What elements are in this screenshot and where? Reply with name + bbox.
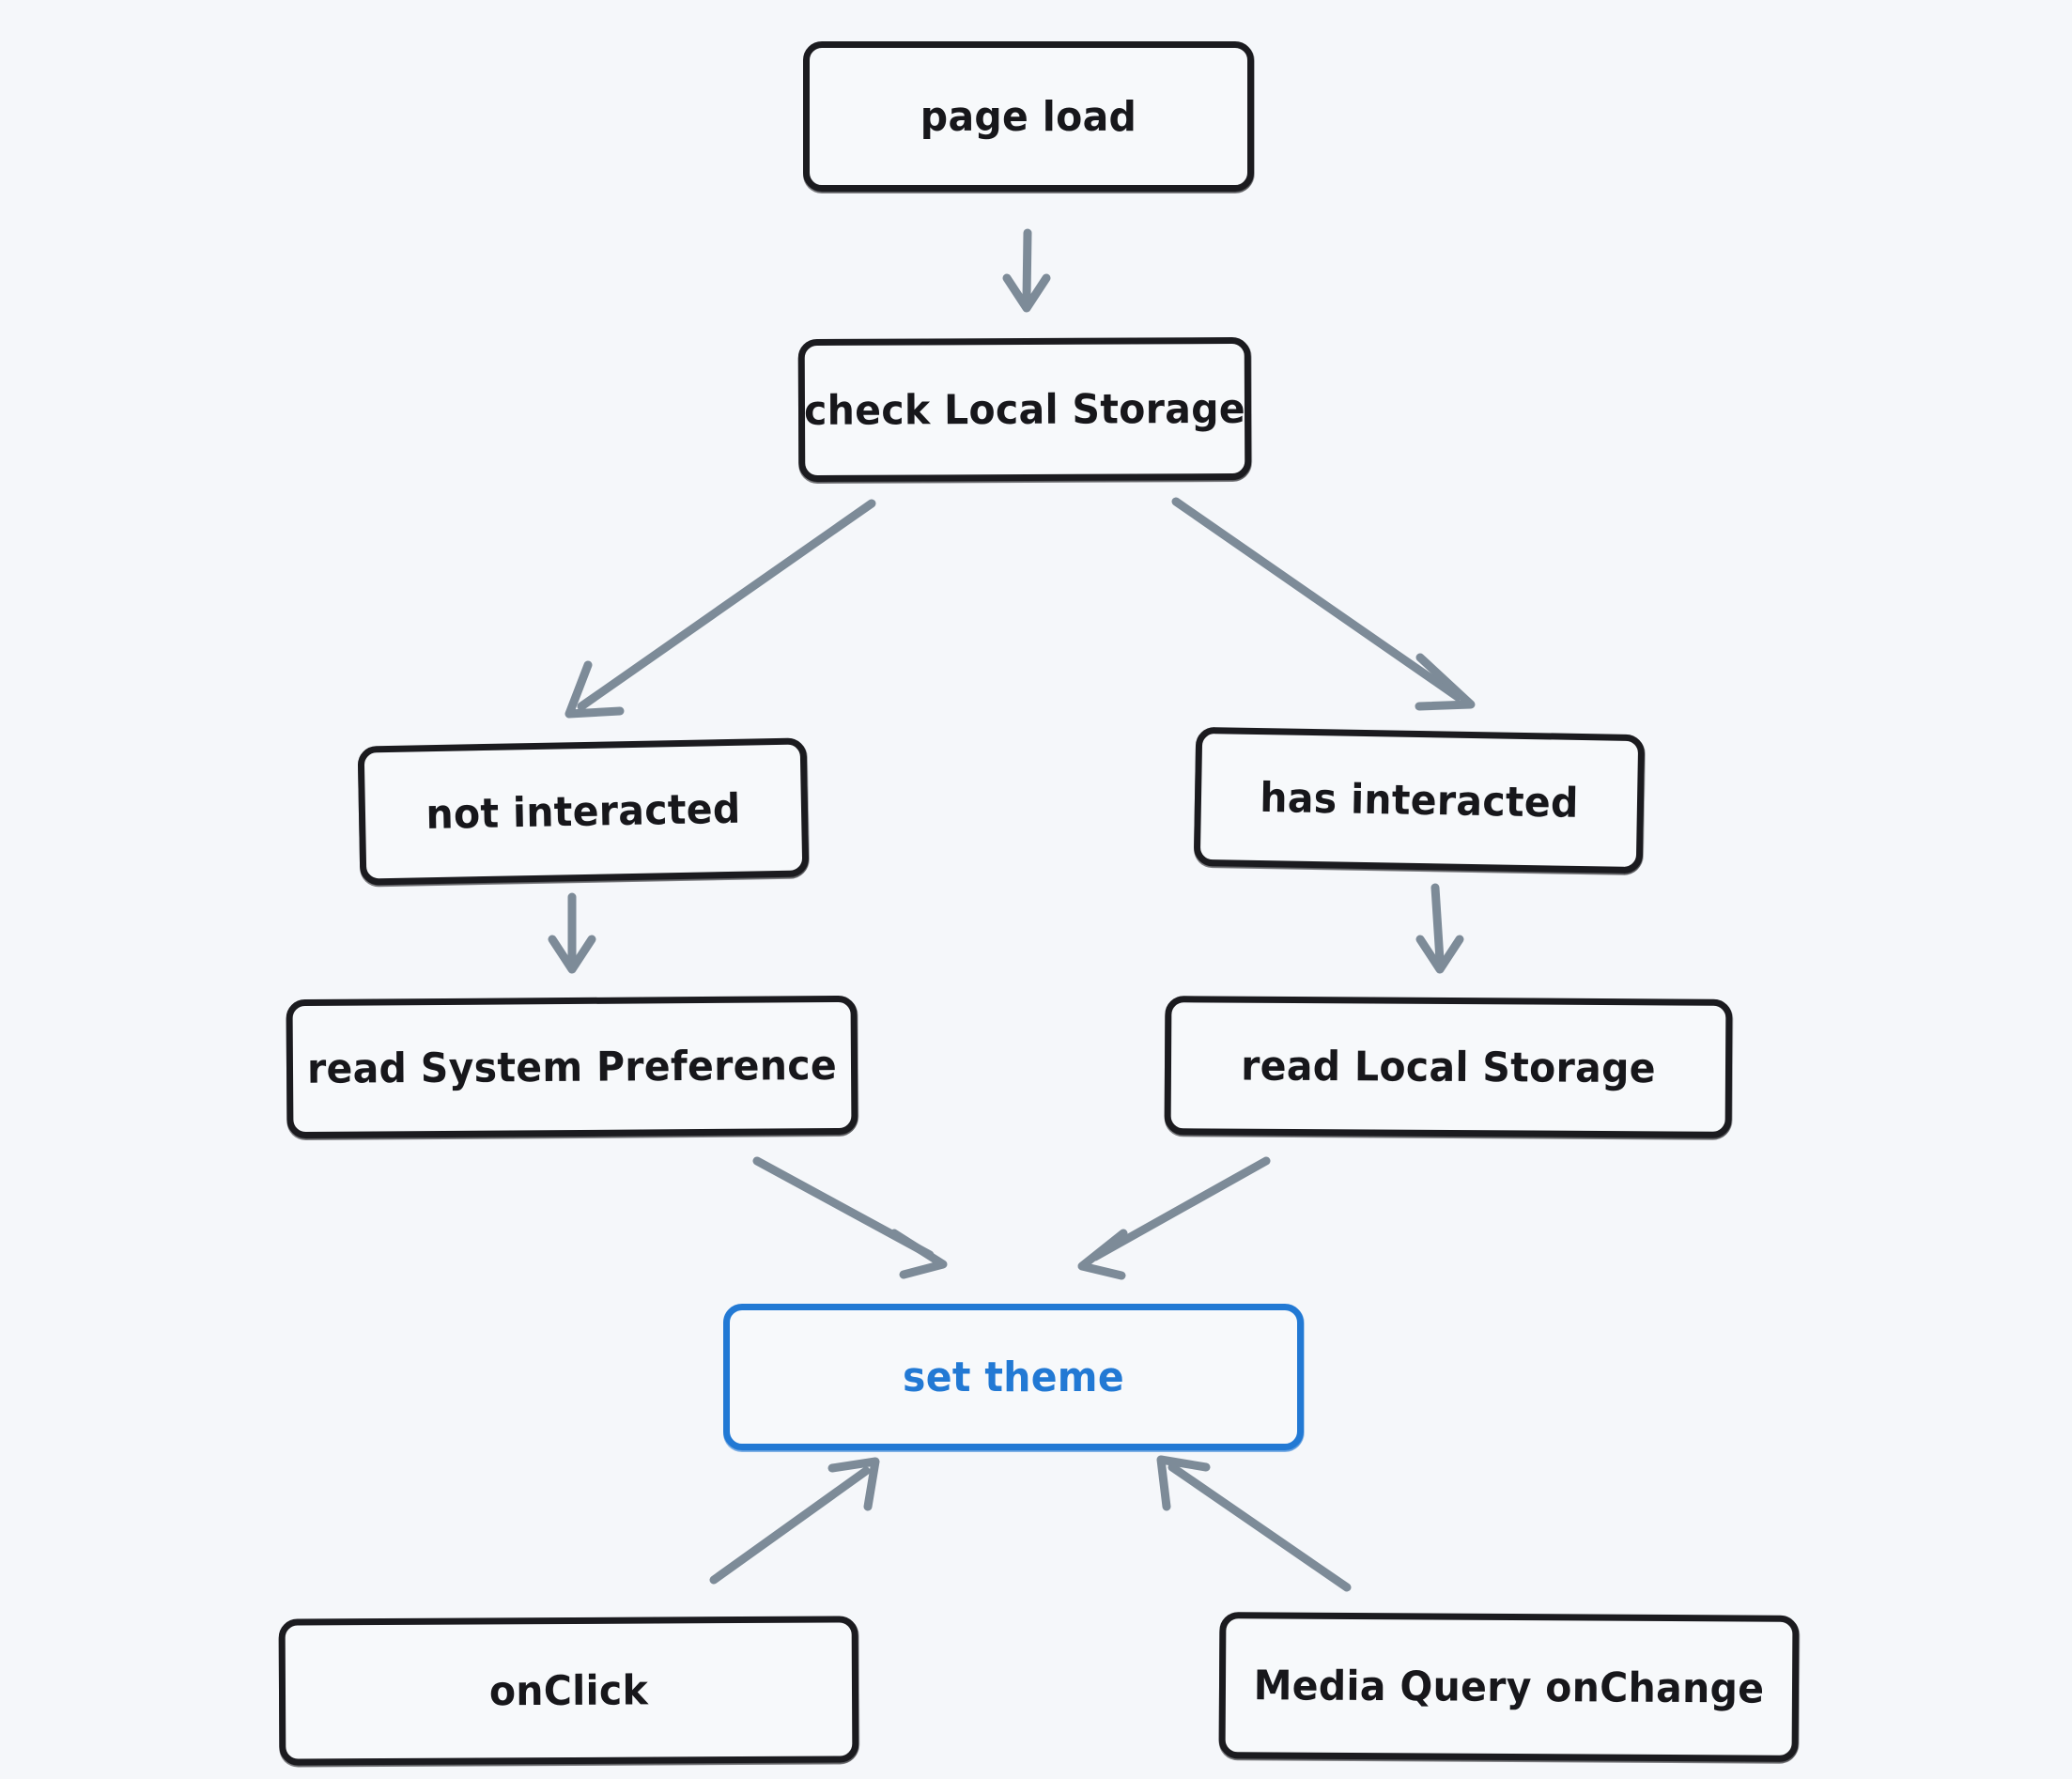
- node-not-interacted-label: not interacted: [425, 784, 741, 839]
- node-read-system-preference-label: read System Preference: [306, 1041, 838, 1093]
- edge-media-query-to-set-theme: [1156, 1455, 1352, 1592]
- node-not-interacted[interactable]: not interacted: [357, 737, 810, 886]
- node-set-theme-label: set theme: [903, 1353, 1124, 1401]
- edge-on-click-to-set-theme: [709, 1457, 880, 1585]
- node-page-load-label: page load: [920, 92, 1137, 141]
- edge-check-local-to-has-interacted: [1171, 497, 1476, 711]
- node-read-system-preference[interactable]: read System Preference: [286, 995, 858, 1139]
- edge-check-local-to-not-interacted: [564, 499, 876, 719]
- edge-not-interacted-to-read-system-pref: [548, 892, 596, 974]
- node-page-load[interactable]: page load: [803, 41, 1254, 192]
- node-check-local-storage[interactable]: check Local Storage: [797, 336, 1252, 483]
- node-on-click-label: onClick: [488, 1666, 649, 1715]
- node-on-click[interactable]: onClick: [278, 1616, 859, 1766]
- node-media-query-on-change-label: Media Query onChange: [1253, 1661, 1765, 1713]
- edge-page-load-to-check-local: [1002, 228, 1051, 313]
- node-has-interacted[interactable]: has interacted: [1193, 726, 1646, 874]
- edge-read-system-pref-to-set-theme: [752, 1156, 948, 1279]
- node-check-local-storage-label: check Local Storage: [804, 384, 1245, 435]
- edge-read-local-to-set-theme: [1077, 1156, 1271, 1280]
- node-read-local-storage[interactable]: read Local Storage: [1164, 996, 1733, 1138]
- node-read-local-storage-label: read Local Storage: [1241, 1042, 1656, 1092]
- edge-has-interacted-to-read-local: [1415, 883, 1464, 974]
- node-has-interacted-label: has interacted: [1259, 773, 1580, 828]
- node-set-theme[interactable]: set theme: [723, 1304, 1304, 1450]
- node-media-query-on-change[interactable]: Media Query onChange: [1218, 1612, 1800, 1762]
